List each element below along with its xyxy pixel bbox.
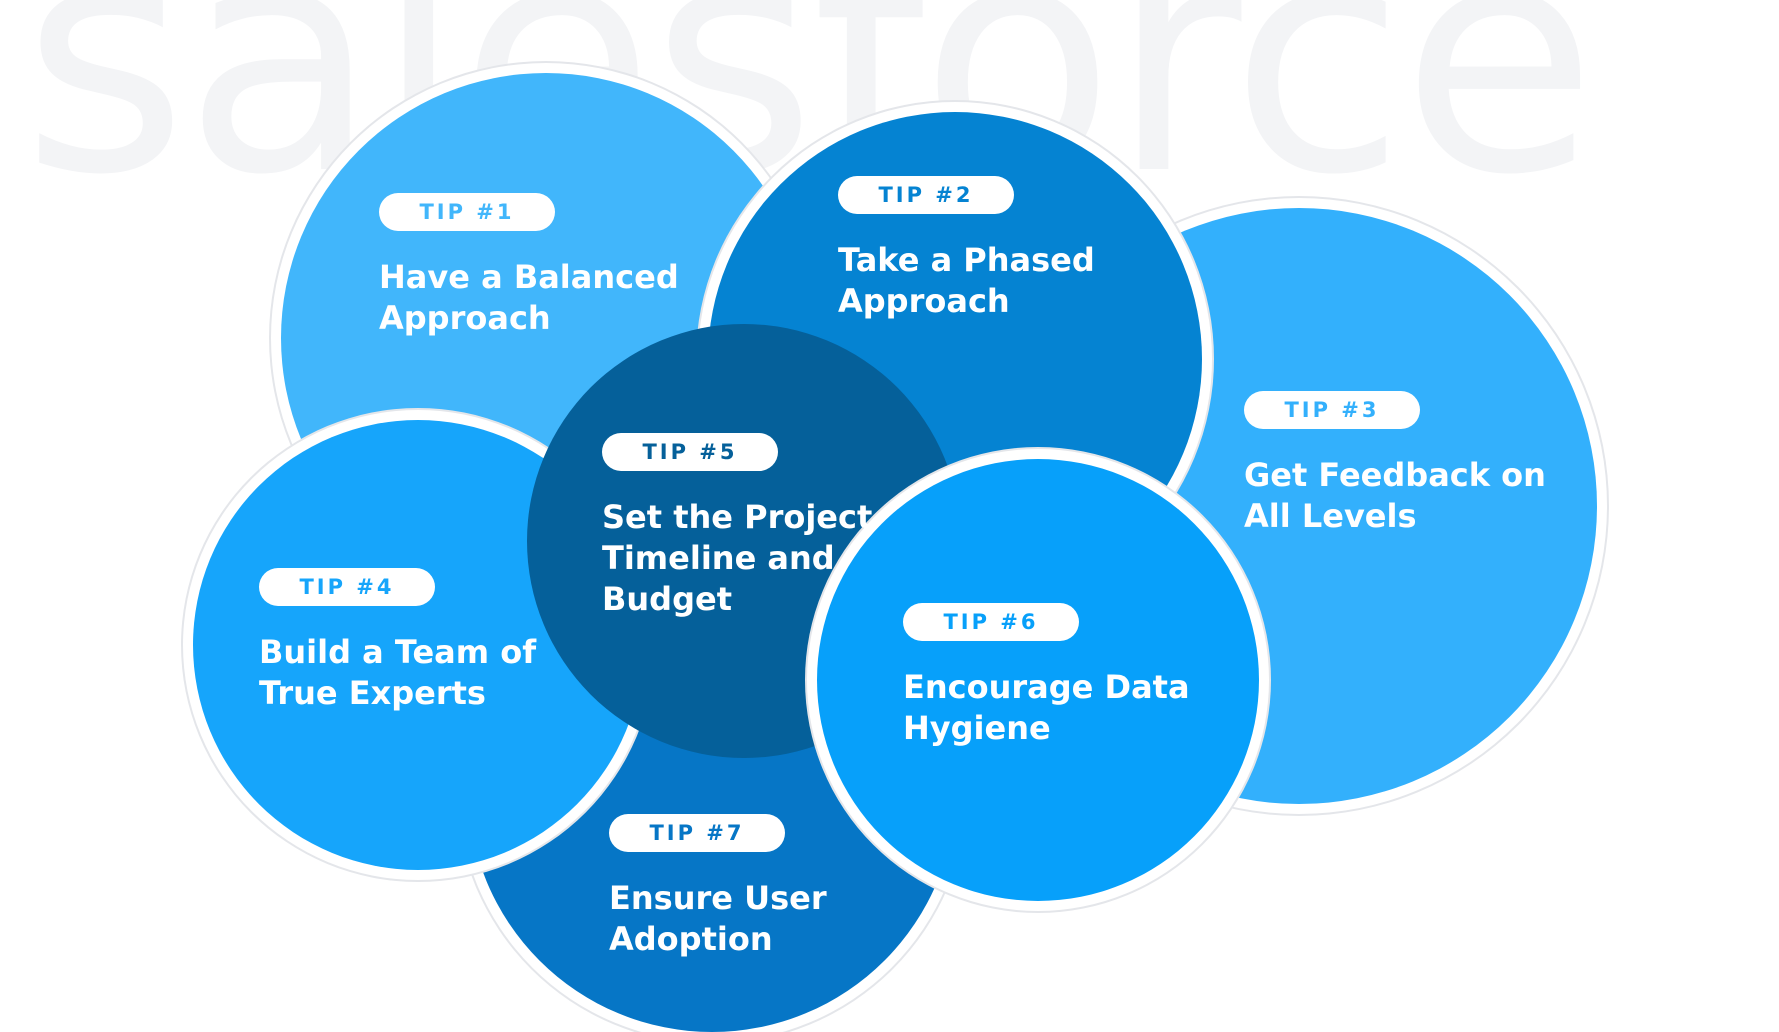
- tip-6-circle: [817, 459, 1259, 901]
- tip-3-card: TIP #3 Get Feedback on All Levels: [1244, 391, 1546, 537]
- tip-4-card: TIP #4 Build a Team of True Experts: [259, 568, 536, 714]
- tip-7-card: TIP #7 Ensure User Adoption: [609, 814, 827, 960]
- tip-5-badge: TIP #5: [602, 433, 778, 471]
- tip-5-card: TIP #5 Set the Project Timeline and Budg…: [602, 433, 872, 620]
- tip-2-card: TIP #2 Take a Phased Approach: [838, 176, 1095, 322]
- tip-1-badge: TIP #1: [379, 193, 555, 231]
- tip-7-badge: TIP #7: [609, 814, 785, 852]
- tip-3-badge: TIP #3: [1244, 391, 1420, 429]
- tip-3-title: Get Feedback on All Levels: [1244, 456, 1546, 535]
- tip-6-badge: TIP #6: [903, 603, 1079, 641]
- tip-4-badge: TIP #4: [259, 568, 435, 606]
- tip-1-title: Have a Balanced Approach: [379, 258, 679, 337]
- tip-5-title: Set the Project Timeline and Budget: [602, 498, 873, 618]
- tip-6-title: Encourage Data Hygiene: [903, 668, 1190, 747]
- tip-2-badge: TIP #2: [838, 176, 1014, 214]
- tip-1-card: TIP #1 Have a Balanced Approach: [379, 193, 679, 339]
- tip-6-card: TIP #6 Encourage Data Hygiene: [903, 603, 1190, 749]
- tip-4-title: Build a Team of True Experts: [259, 633, 537, 712]
- tip-7-title: Ensure User Adoption: [609, 879, 827, 958]
- tips-diagram: salesforce TIP #1 Have a Balanced Approa…: [22, 0, 1597, 1032]
- tip-2-title: Take a Phased Approach: [838, 241, 1095, 320]
